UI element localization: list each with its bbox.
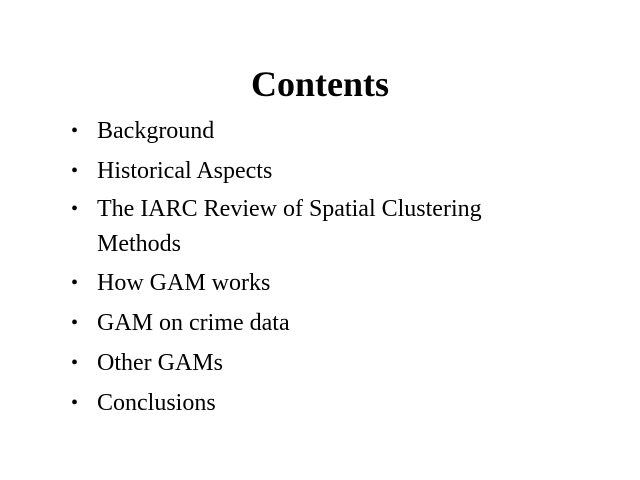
bullet-icon: • [71, 160, 79, 182]
list-item-label: GAM on crime data [97, 310, 290, 336]
list-item-label: Historical Aspects [97, 158, 273, 184]
bullet-icon: • [71, 272, 79, 294]
bullet-icon: • [71, 120, 79, 142]
list-item-gam-crime-data: • GAM on crime data [70, 304, 540, 342]
list-item-label: The IARC Review of Spatial Clustering Me… [97, 196, 482, 257]
list-item-conclusions: • Conclusions [70, 384, 540, 422]
list-item-how-gam-works: • How GAM works [70, 264, 540, 302]
list-item-historical-aspects: • Historical Aspects [70, 152, 540, 190]
list-item-other-gams: • Other GAMs [70, 344, 540, 382]
contents-list: • Background • Historical Aspects • The … [70, 110, 540, 424]
list-item-label: Other GAMs [97, 350, 223, 376]
bullet-icon: • [71, 352, 79, 374]
bullet-icon: • [71, 312, 79, 334]
bullet-icon: • [71, 392, 79, 414]
slide-title: Contents [250, 64, 389, 104]
list-item-label: Background [97, 118, 215, 144]
bullet-icon: • [71, 198, 79, 220]
list-item-label: How GAM works [97, 270, 271, 296]
list-item-background: • Background [70, 112, 540, 150]
list-item-label: Conclusions [97, 390, 216, 416]
list-item-iarc-review: • The IARC Review of Spatial Clustering … [70, 192, 540, 262]
